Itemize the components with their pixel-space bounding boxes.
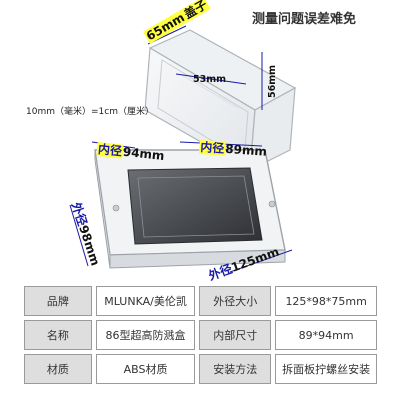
spec-value: 125*98*75mm [275, 286, 377, 316]
spec-value: 89*94mm [275, 320, 377, 350]
spec-label: 材质 [24, 354, 92, 384]
spec-value: ABS材质 [95, 354, 196, 384]
spec-label: 外径大小 [199, 286, 272, 316]
spec-value: 拆面板拧螺丝安装 [275, 354, 377, 384]
product-illustration [69, 25, 297, 273]
dim-inner-height-top: 56mm [267, 64, 278, 98]
spec-row: 品牌 MLUNKA/美伦凯 外径大小 125*98*75mm [24, 286, 377, 316]
box-base [94, 149, 286, 269]
spec-row: 名称 86型超高防溅盒 内部尺寸 89*94mm [24, 320, 377, 350]
spec-label: 内部尺寸 [199, 320, 272, 350]
spec-value: MLUNKA/美伦凯 [95, 286, 196, 316]
spec-table: 品牌 MLUNKA/美伦凯 外径大小 125*98*75mm 名称 86型超高防… [20, 282, 381, 388]
spec-label: 品牌 [24, 286, 92, 316]
spec-label: 名称 [24, 320, 92, 350]
dim-inner-width-top: 53mm [193, 74, 227, 85]
spec-value: 86型超高防溅盒 [95, 320, 196, 350]
measurement-note: 测量问题误差难免 [252, 12, 357, 27]
unit-conversion-note: 10mm（毫米）=1cm（厘米） [26, 107, 154, 117]
spec-label: 安装方法 [199, 354, 272, 384]
spec-row: 材质 ABS材质 安装方法 拆面板拧螺丝安装 [24, 354, 377, 384]
